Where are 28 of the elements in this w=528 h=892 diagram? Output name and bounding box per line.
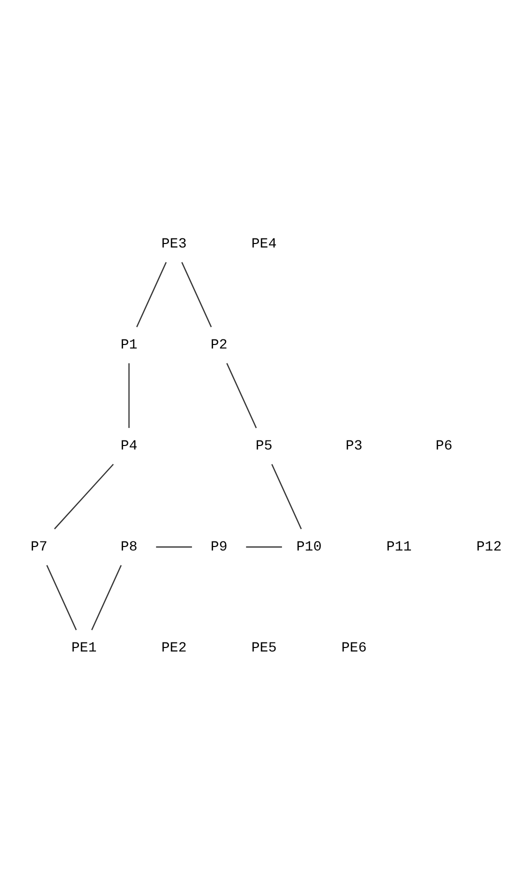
node-text: P10 — [296, 540, 322, 556]
node-text: P9 — [210, 540, 228, 556]
connector — [226, 363, 257, 428]
connector — [46, 565, 77, 630]
node-text: PE2 — [161, 640, 187, 657]
node-text: P2 — [210, 338, 228, 354]
connector — [128, 363, 130, 428]
node-text: P5 — [256, 438, 272, 455]
node-text: P11 — [386, 540, 412, 556]
connector — [91, 565, 122, 630]
node-text: PE6 — [341, 640, 367, 657]
node-text: P3 — [346, 438, 362, 455]
connector — [156, 546, 192, 548]
node-text: PE4 — [251, 236, 277, 253]
node-text: P4 — [120, 438, 138, 455]
node-text: PE1 — [71, 640, 97, 657]
connector — [136, 262, 167, 328]
node-text: P7 — [30, 540, 48, 556]
connector — [271, 464, 302, 530]
node-text: P1 — [120, 338, 138, 354]
node-text: P12 — [476, 540, 502, 556]
connector — [246, 546, 282, 548]
connector — [54, 464, 114, 530]
node-text: P6 — [436, 438, 452, 455]
node-text: PE3 — [161, 236, 187, 253]
connector — [181, 262, 212, 328]
node-text: P8 — [120, 540, 138, 556]
node-text: PE5 — [251, 640, 277, 657]
